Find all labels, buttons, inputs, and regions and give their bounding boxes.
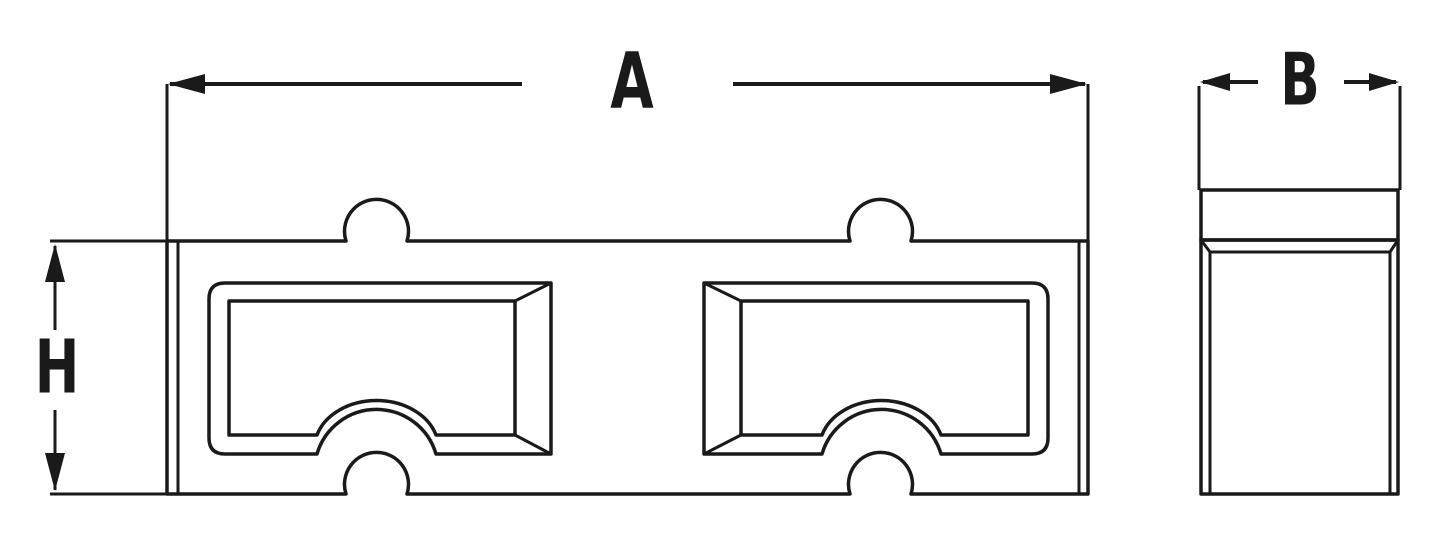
left-pocket-outer: [207, 281, 553, 456]
dimension-b-label: B: [1280, 38, 1320, 122]
side-view-top-band: [1199, 188, 1400, 242]
dimension-a-arrowhead-right: [1050, 74, 1087, 94]
dimension-a-arrowhead-left: [168, 74, 205, 94]
right-pocket: [702, 281, 1050, 456]
dimension-b-arrowhead-left: [1200, 73, 1230, 91]
front-view: [165, 197, 1090, 496]
dimension-h: H: [34, 239, 168, 496]
side-view-chamfer-left: [1199, 239, 1212, 253]
left-pocket-inner: [227, 299, 517, 437]
left-pocket-chamfer-bottom: [514, 433, 552, 456]
dimension-h-label-backdrop: [34, 330, 78, 410]
right-pocket-inner: [739, 299, 1030, 437]
dimension-h-label: H: [35, 325, 80, 411]
front-view-outline: [165, 197, 1090, 496]
left-pocket: [207, 281, 553, 456]
side-view-body: [1199, 238, 1400, 496]
dimension-a-label: A: [610, 37, 654, 128]
dimension-b: B: [1197, 38, 1402, 190]
left-pocket-chamfer-top: [514, 281, 552, 303]
dimension-h-arrowhead-top: [45, 244, 65, 282]
dimension-h-arrowhead-bottom: [45, 453, 65, 491]
dimension-b-arrowhead-right: [1369, 73, 1399, 91]
right-pocket-outer: [702, 281, 1050, 456]
side-view-chamfer-right: [1388, 239, 1400, 253]
right-pocket-chamfer-bottom: [703, 433, 742, 456]
dimension-a: A: [165, 37, 1090, 240]
side-view: [1199, 188, 1400, 496]
right-pocket-chamfer-top: [703, 281, 742, 303]
